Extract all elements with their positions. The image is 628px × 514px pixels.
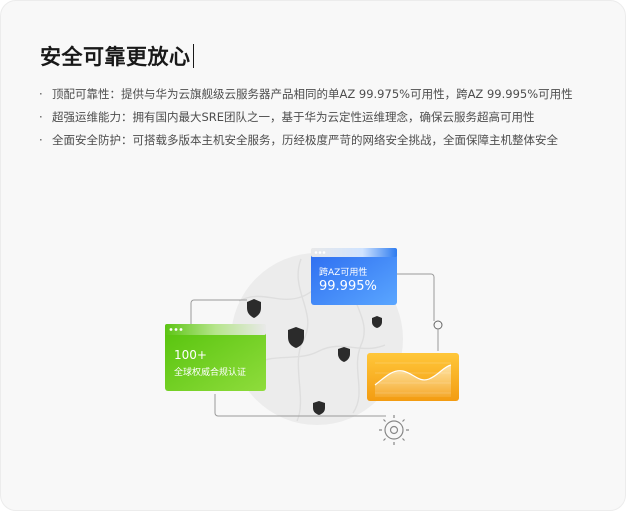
feature-item-reliability: · 顶配可靠性：提供与华为云旗舰级云服务器产品相同的单AZ 99.975%可用性…: [39, 85, 599, 103]
feature-text: 超强运维能力：拥有国内最大SRE团队之一，基于华为云定性运维理念，确保云服务超高…: [52, 110, 535, 124]
feature-text: 全面安全防护：可搭载多版本主机安全服务，历经极度严苛的网络安全挑战，全面保障主机…: [52, 133, 558, 147]
shield-icon: [247, 299, 382, 415]
globe-icon: [231, 253, 403, 425]
connector-lines: [190, 273, 443, 417]
gear-icon: [379, 415, 409, 445]
bullet-dot: ·: [39, 110, 43, 124]
certification-label: 全球权威合规认证: [174, 368, 247, 378]
certification-count: 100+: [174, 348, 207, 362]
chart-panel: [367, 353, 459, 401]
feature-item-security: · 全面安全防护：可搭载多版本主机安全服务，历经极度严苛的网络安全挑战，全面保障…: [39, 131, 599, 149]
availability-value: 99.995%: [319, 279, 377, 294]
feature-text: 顶配可靠性：提供与华为云旗舰级云服务器产品相同的单AZ 99.975%可用性，跨…: [52, 87, 573, 101]
feature-list: · 顶配可靠性：提供与华为云旗舰级云服务器产品相同的单AZ 99.975%可用性…: [39, 85, 599, 154]
text-caret: [192, 44, 194, 68]
feature-item-operations: · 超强运维能力：拥有国内最大SRE团队之一，基于华为云定性运维理念，确保云服务…: [39, 108, 599, 126]
section-title-text: 安全可靠更放心: [40, 45, 191, 69]
section-title: 安全可靠更放心: [40, 41, 194, 71]
bullet-dot: ·: [39, 133, 43, 147]
bullet-dot: ·: [39, 87, 43, 101]
availability-label: 跨AZ可用性: [319, 268, 368, 278]
